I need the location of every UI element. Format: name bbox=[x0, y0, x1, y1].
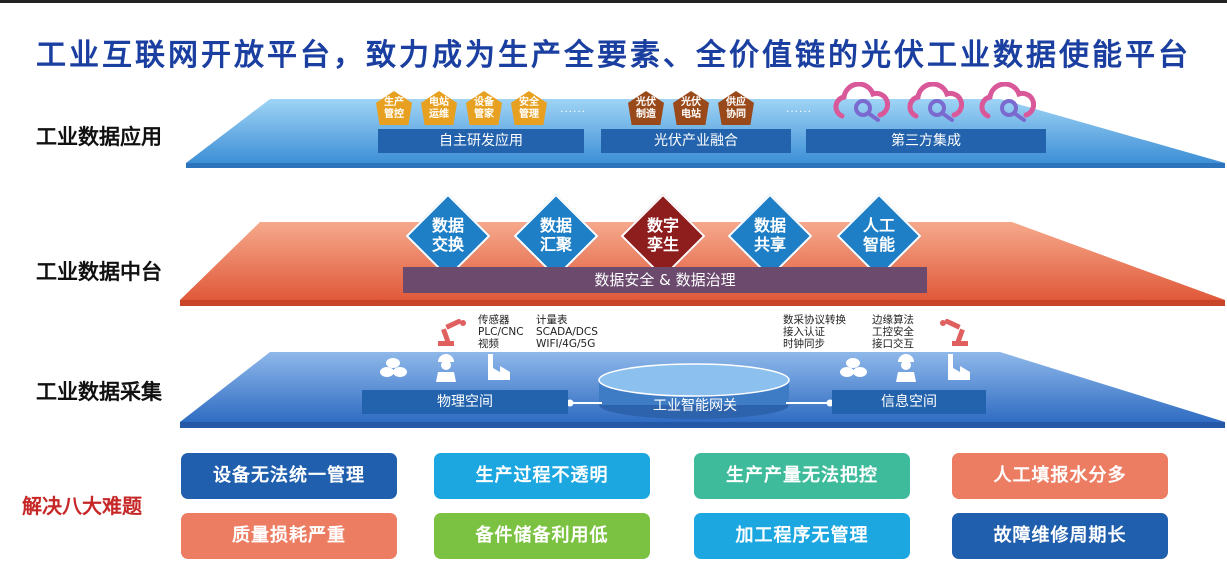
middle-bar-security-governance[interactable]: 数据安全 & 数据治理 bbox=[403, 267, 927, 293]
page-title: 工业互联网开放平台，致力成为生产全要素、全价值链的光伏工业数据使能平台 bbox=[36, 38, 1191, 73]
collection-right-col1: 数采协议转换 接入认证 时钟同步 bbox=[783, 314, 846, 350]
collection-plate-edge bbox=[180, 422, 1225, 428]
pipes-icon bbox=[840, 358, 867, 377]
diamond-label-ai: 人工 智能 bbox=[862, 216, 895, 254]
worker-icon bbox=[436, 354, 456, 382]
layer-label-application: 工业数据应用 bbox=[36, 125, 162, 149]
connector-right-dot bbox=[826, 399, 834, 407]
robot-arm-icon bbox=[940, 319, 968, 346]
problem-manual-reporting[interactable]: 人工填报水分多 bbox=[952, 453, 1168, 499]
problem-spare-parts[interactable]: 备件储备利用低 bbox=[434, 513, 650, 559]
worker-icon bbox=[896, 354, 916, 382]
collection-left-col1: 传感器 PLC/CNC 视频 bbox=[478, 314, 524, 350]
problem-output-control[interactable]: 生产产量无法把控 bbox=[694, 453, 910, 499]
application-plate-edge bbox=[186, 163, 1225, 168]
diamond-label-data-sharing: 数据 共享 bbox=[753, 216, 786, 254]
collection-bar-physical[interactable]: 物理空间 bbox=[362, 390, 568, 414]
collection-gateway-label[interactable]: 工业智能网关 bbox=[653, 398, 737, 414]
problem-equipment-management[interactable]: 设备无法统一管理 bbox=[181, 453, 397, 499]
diamond-label-data-exchange: 数据 交换 bbox=[431, 216, 464, 254]
app-bar-in-house[interactable]: 自主研发应用 bbox=[378, 129, 584, 153]
top-border bbox=[0, 0, 1227, 3]
collection-bar-info[interactable]: 信息空间 bbox=[832, 390, 986, 414]
factory-icon bbox=[488, 354, 510, 380]
cloud-icon bbox=[979, 82, 1036, 122]
pipes-icon bbox=[380, 358, 407, 377]
collection-left-col2: 计量表 SCADA/DCS WIFI/4G/5G bbox=[536, 314, 598, 350]
collection-right-col2: 边缘算法 工控安全 接口交互 bbox=[872, 314, 914, 350]
app-ellipsis-1: ...... bbox=[560, 101, 587, 115]
factory-icon bbox=[948, 354, 970, 380]
diamond-label-data-aggregation: 数据 汇聚 bbox=[539, 216, 572, 254]
robot-arm-icon bbox=[438, 319, 466, 346]
problems-label: 解决八大难题 bbox=[22, 494, 142, 518]
app-bar-third-party[interactable]: 第三方集成 bbox=[806, 129, 1046, 153]
layer-label-collection: 工业数据采集 bbox=[36, 380, 162, 404]
problem-quality-loss[interactable]: 质量损耗严重 bbox=[181, 513, 397, 559]
connector-left-dot bbox=[566, 399, 574, 407]
problem-process-transparency[interactable]: 生产过程不透明 bbox=[434, 453, 650, 499]
app-ellipsis-2: ...... bbox=[786, 101, 813, 115]
app-bar-pv-integration[interactable]: 光伏产业融合 bbox=[601, 129, 791, 153]
problem-repair-cycle[interactable]: 故障维修周期长 bbox=[952, 513, 1168, 559]
cloud-icon bbox=[833, 82, 890, 122]
diamond-label-digital-twin: 数字 孪生 bbox=[646, 216, 679, 254]
middle-plate-edge bbox=[180, 300, 1225, 306]
problem-program-management[interactable]: 加工程序无管理 bbox=[694, 513, 910, 559]
layer-label-middle: 工业数据中台 bbox=[36, 260, 162, 284]
cloud-icon bbox=[907, 82, 964, 122]
gateway-cylinder-top bbox=[598, 363, 790, 397]
